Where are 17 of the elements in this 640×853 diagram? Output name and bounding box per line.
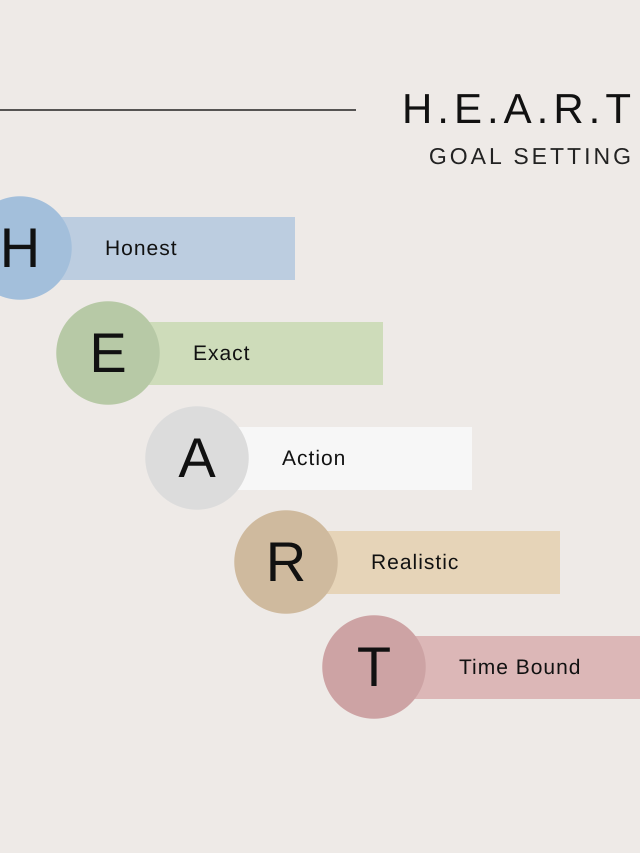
label-bar	[249, 427, 472, 490]
subtitle: GOAL SETTING	[428, 145, 634, 168]
label-bar	[338, 531, 560, 594]
step-letter: A	[178, 430, 216, 486]
step-label: Realistic	[371, 550, 460, 576]
step-label: Action	[282, 446, 346, 472]
step-letter: H	[0, 220, 40, 276]
step-letter: R	[266, 534, 306, 590]
title: H.E.A.R.T	[402, 88, 636, 130]
label-bar	[72, 217, 295, 280]
label-bar	[160, 322, 383, 385]
step-label: Time Bound	[459, 654, 582, 680]
label-bar	[426, 636, 640, 699]
step-label: Exact	[193, 340, 251, 366]
step-label: Honest	[105, 236, 178, 262]
step-letter: T	[356, 639, 392, 695]
step-letter: E	[89, 325, 127, 381]
